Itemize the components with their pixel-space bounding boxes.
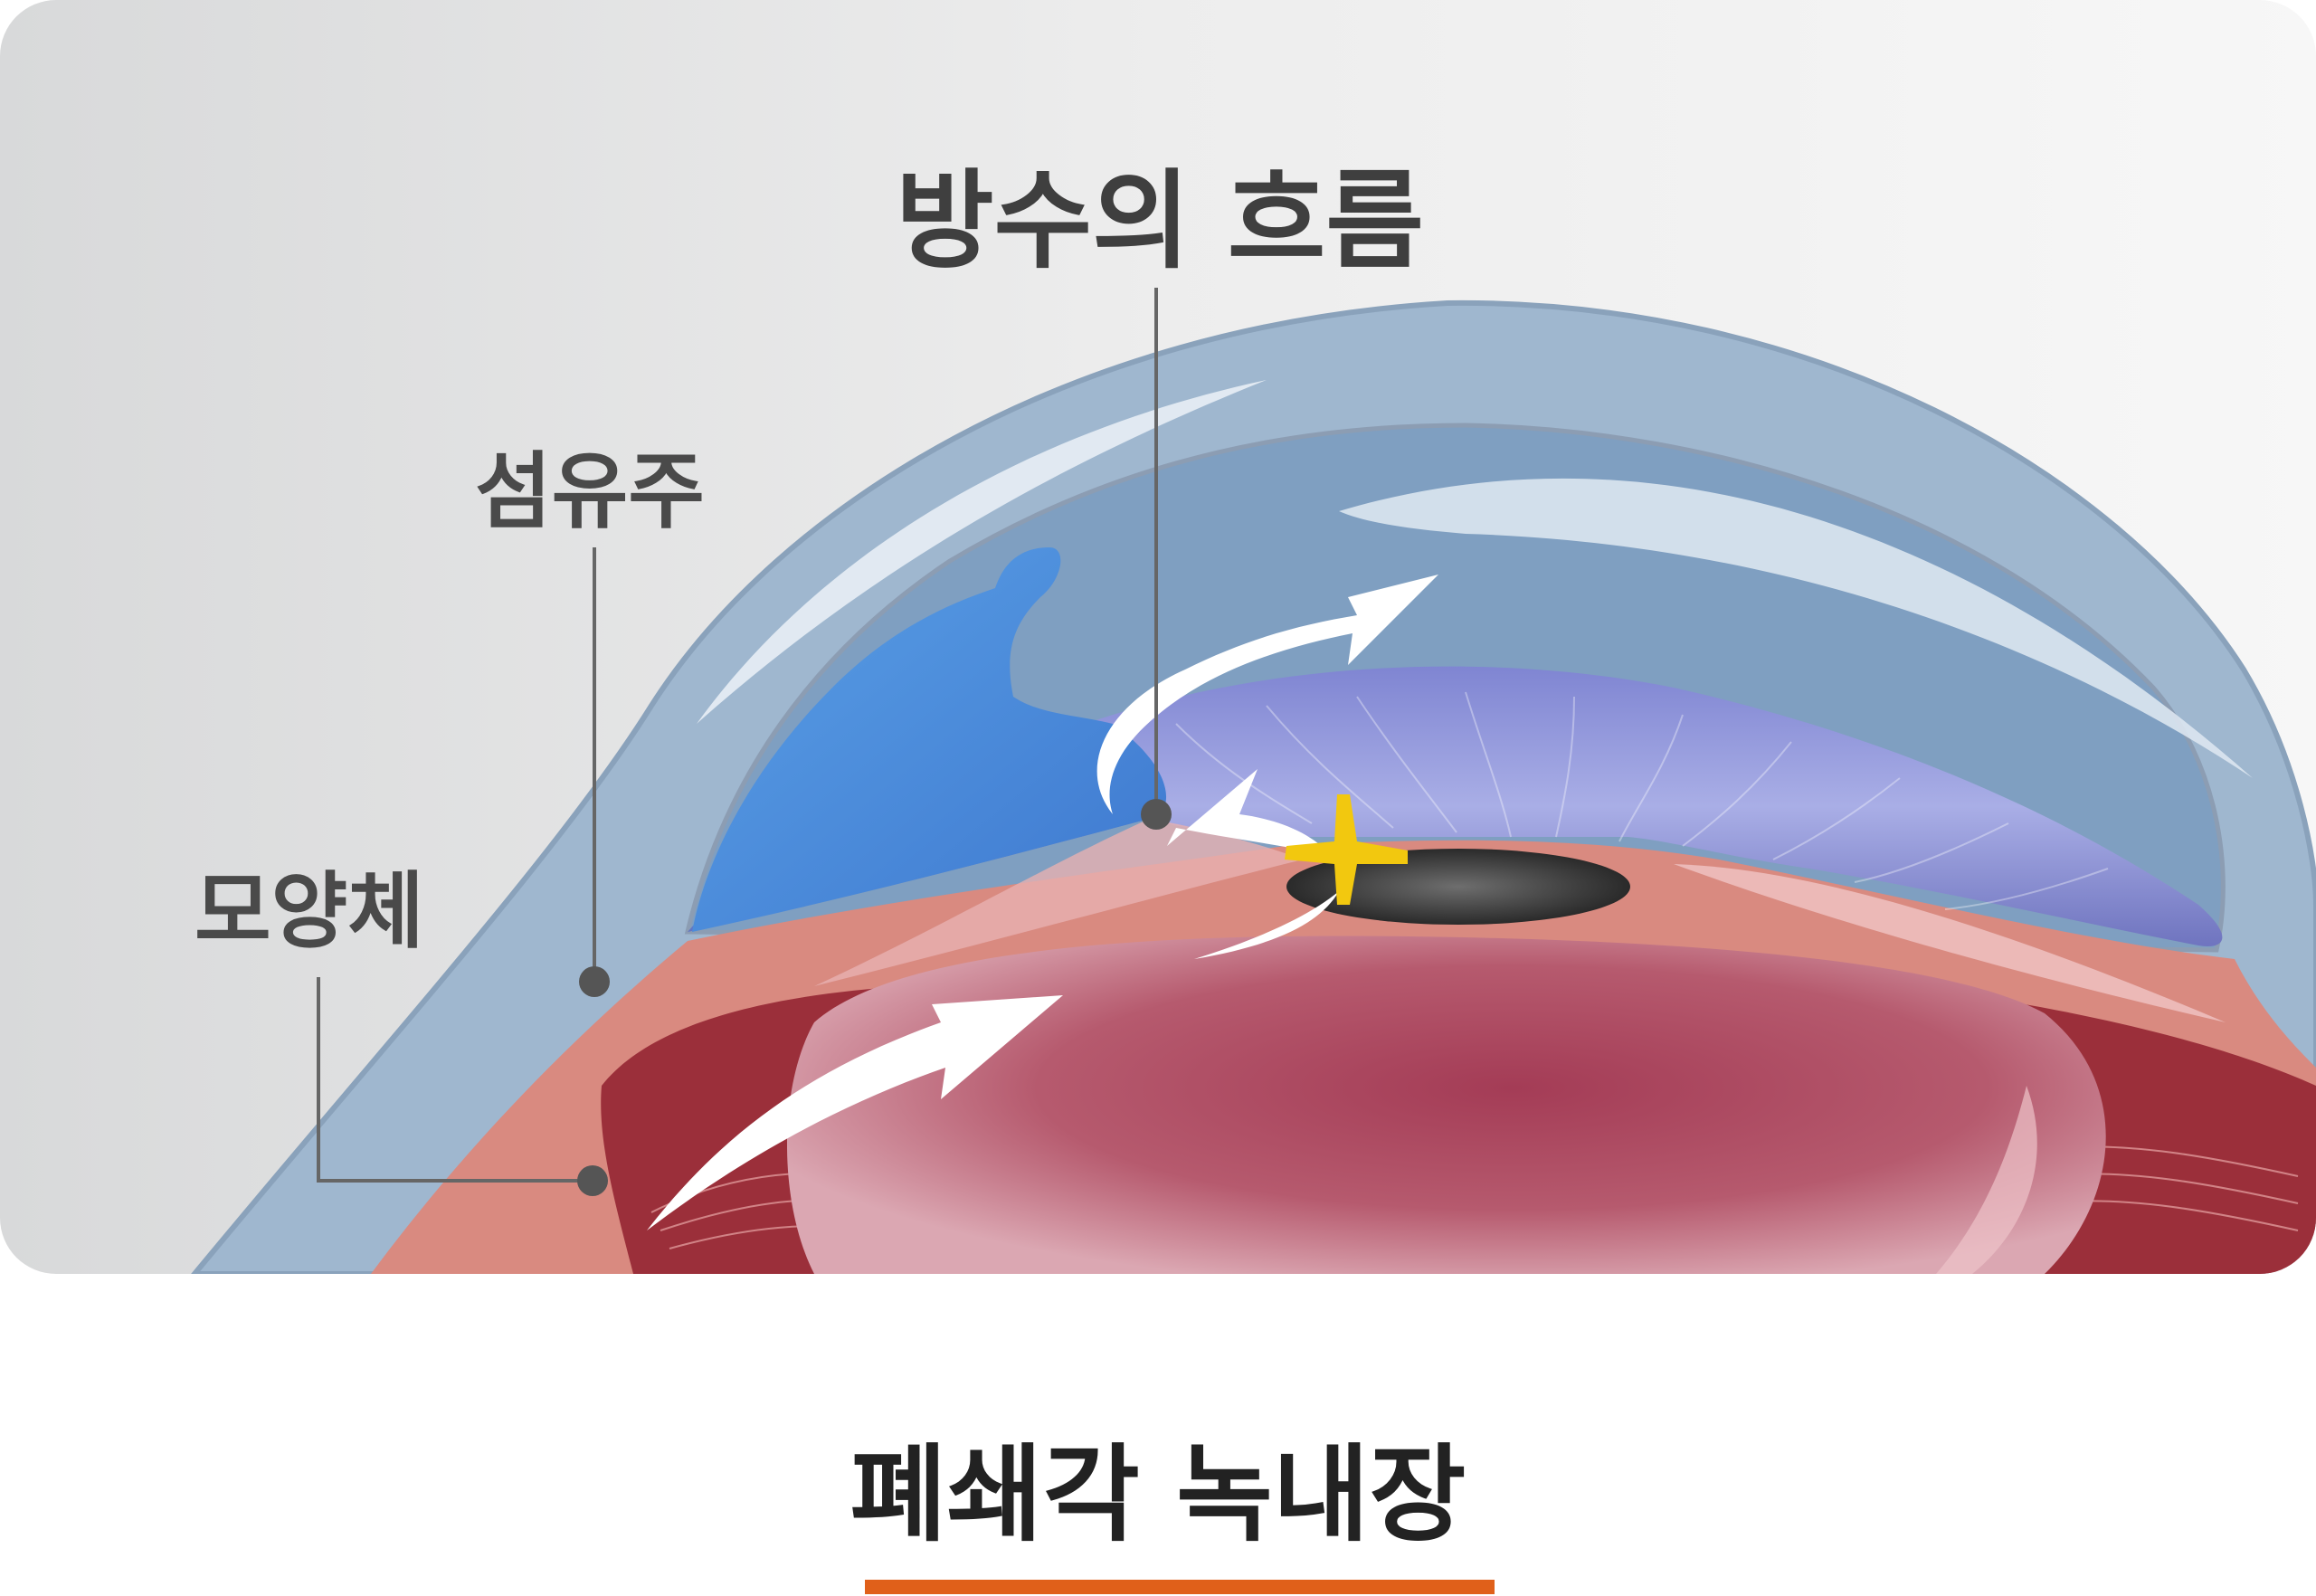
label-trabecular-meshwork: 섬유주	[475, 443, 705, 540]
pupil-margin-right	[1674, 864, 2226, 1022]
x-mark-icon	[1285, 794, 1408, 905]
diagram-caption: 폐쇄각 녹내장	[850, 1434, 1466, 1556]
trabecular-meshwork	[692, 547, 1167, 932]
cornea-highlight-right	[1339, 478, 2253, 778]
label-aqueous-flow: 방수의 흐름	[896, 158, 1424, 283]
lens	[787, 936, 2106, 1274]
curved-arrow-icon	[647, 575, 1438, 1230]
iris	[1086, 666, 2223, 946]
leader-line-ciliary	[317, 977, 593, 1183]
caption-underline	[865, 1580, 1495, 1594]
pupil-margin-left	[814, 819, 1303, 986]
pupil	[1286, 849, 1630, 925]
lens-highlight	[1936, 1086, 2037, 1274]
label-ciliary-body: 모양체	[195, 863, 424, 960]
diagram-panel: 방수의 흐름 섬유주 모양체	[0, 0, 2316, 1274]
leader-lines	[317, 288, 1158, 1183]
iris-fibers	[1175, 691, 2109, 910]
leader-dots	[577, 799, 1172, 1196]
eye-anatomy-diagram	[0, 0, 2316, 1274]
